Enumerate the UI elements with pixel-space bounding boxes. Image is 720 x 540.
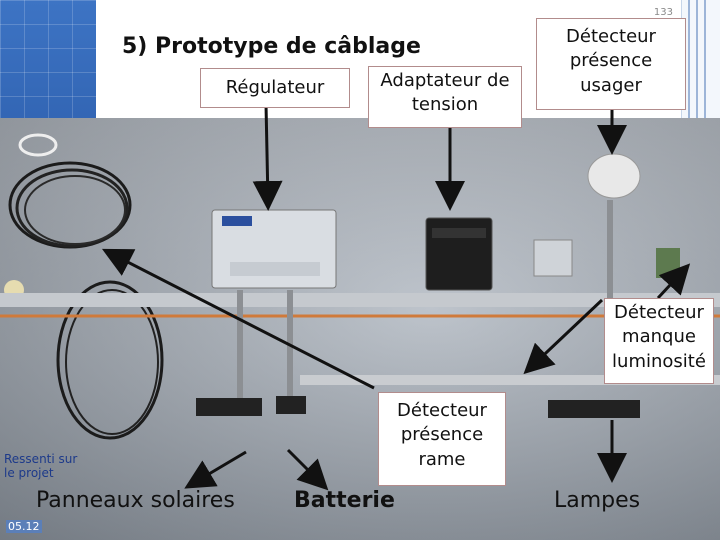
label-detecteur-luminosite: Détecteur manque luminosité xyxy=(604,298,714,384)
arrow-detecteur-luminosite-b xyxy=(656,263,691,300)
arrow-batterie xyxy=(286,448,329,491)
page-number: 133 xyxy=(653,7,673,18)
arrow-detecteur-luminosite-a xyxy=(523,298,604,375)
label-regulateur-text: Régulateur xyxy=(225,77,325,98)
arrow-panneaux xyxy=(184,450,247,489)
label-detecteur-usager: Détecteur présence usager xyxy=(536,18,686,110)
label-detecteur-luminosite-text: Détecteur manque luminosité xyxy=(612,302,706,372)
label-adaptateur-text: Adaptateur de tension xyxy=(380,70,510,116)
arrow-regulateur xyxy=(252,103,283,211)
slide-date: 05.12 xyxy=(6,520,42,533)
slide-note: Ressenti sur le projet xyxy=(4,452,88,481)
label-detecteur-usager-text: Détecteur présence usager xyxy=(566,26,656,96)
slide-note-text: Ressenti sur le projet xyxy=(4,452,78,481)
label-detecteur-rame: Détecteur présence rame xyxy=(378,392,506,486)
label-batterie: Batterie xyxy=(294,488,395,513)
label-lampes: Lampes xyxy=(554,488,641,513)
label-panneaux: Panneaux solaires xyxy=(36,488,235,513)
label-adaptateur: Adaptateur de tension xyxy=(368,66,522,128)
label-detecteur-rame-text: Détecteur présence rame xyxy=(397,400,487,470)
slide-title: 5) Prototype de câblage xyxy=(122,34,421,59)
label-regulateur: Régulateur xyxy=(200,68,350,108)
arrow-detecteur-rame xyxy=(101,248,375,390)
